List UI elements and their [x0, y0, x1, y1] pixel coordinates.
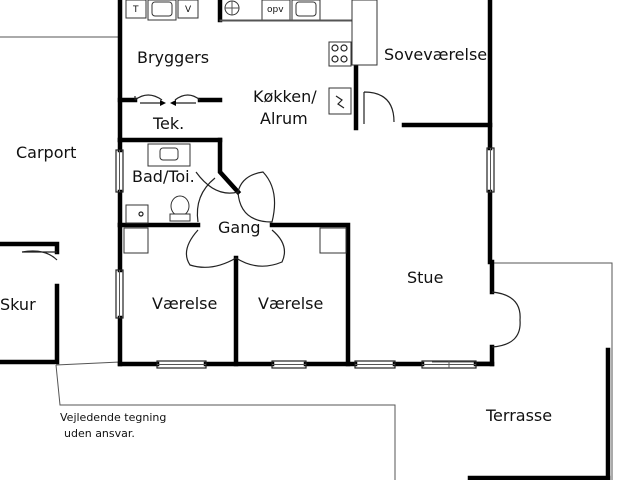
cooktop: [328, 41, 352, 67]
fixture-label-opv: opv: [267, 5, 284, 15]
room-label-kokken-2: Alrum: [260, 109, 308, 128]
fixtures: [123, 0, 378, 254]
cabinet-column: [351, 0, 378, 66]
thin-outlines: [0, 0, 613, 480]
room-label-sovevaerelse: Soveværelse: [384, 45, 487, 64]
room-label-bad: Bad/Toi.: [132, 167, 195, 186]
room-label-terrasse: Terrasse: [485, 406, 552, 425]
sink-bryggers-inner: [151, 1, 173, 17]
washer-box: [125, 0, 147, 19]
room-label-skur: Skur: [0, 295, 36, 314]
doors: [21, 91, 521, 348]
toilet-tank: [169, 213, 191, 222]
room-label-bryggers: Bryggers: [137, 48, 209, 67]
disclaimer-line-1: Vejledende tegning: [60, 411, 166, 424]
windows: [115, 147, 495, 369]
room-label-carport: Carport: [16, 143, 76, 162]
disclaimer-line-2: uden ansvar.: [64, 427, 135, 440]
wardrobe-right: [319, 227, 347, 254]
shower-area: [125, 204, 149, 224]
sink-bath-inner: [159, 147, 179, 161]
room-label-kokken-1: Køkken/: [253, 87, 317, 106]
wardrobe-left: [123, 227, 149, 254]
fridge: [328, 87, 352, 115]
room-label-gang: Gang: [218, 218, 261, 237]
room-label-vaerelse-right: Værelse: [258, 294, 323, 313]
room-label-vaerelse-left: Værelse: [152, 294, 217, 313]
dryer-box: [177, 0, 199, 19]
fixture-label-v: V: [185, 5, 192, 15]
toilet: [170, 195, 190, 217]
room-label-stue: Stue: [407, 268, 443, 287]
room-label-tek: Tek.: [152, 114, 184, 133]
sink-kitchen-inner: [295, 1, 317, 17]
fixture-label-t: T: [132, 5, 139, 15]
